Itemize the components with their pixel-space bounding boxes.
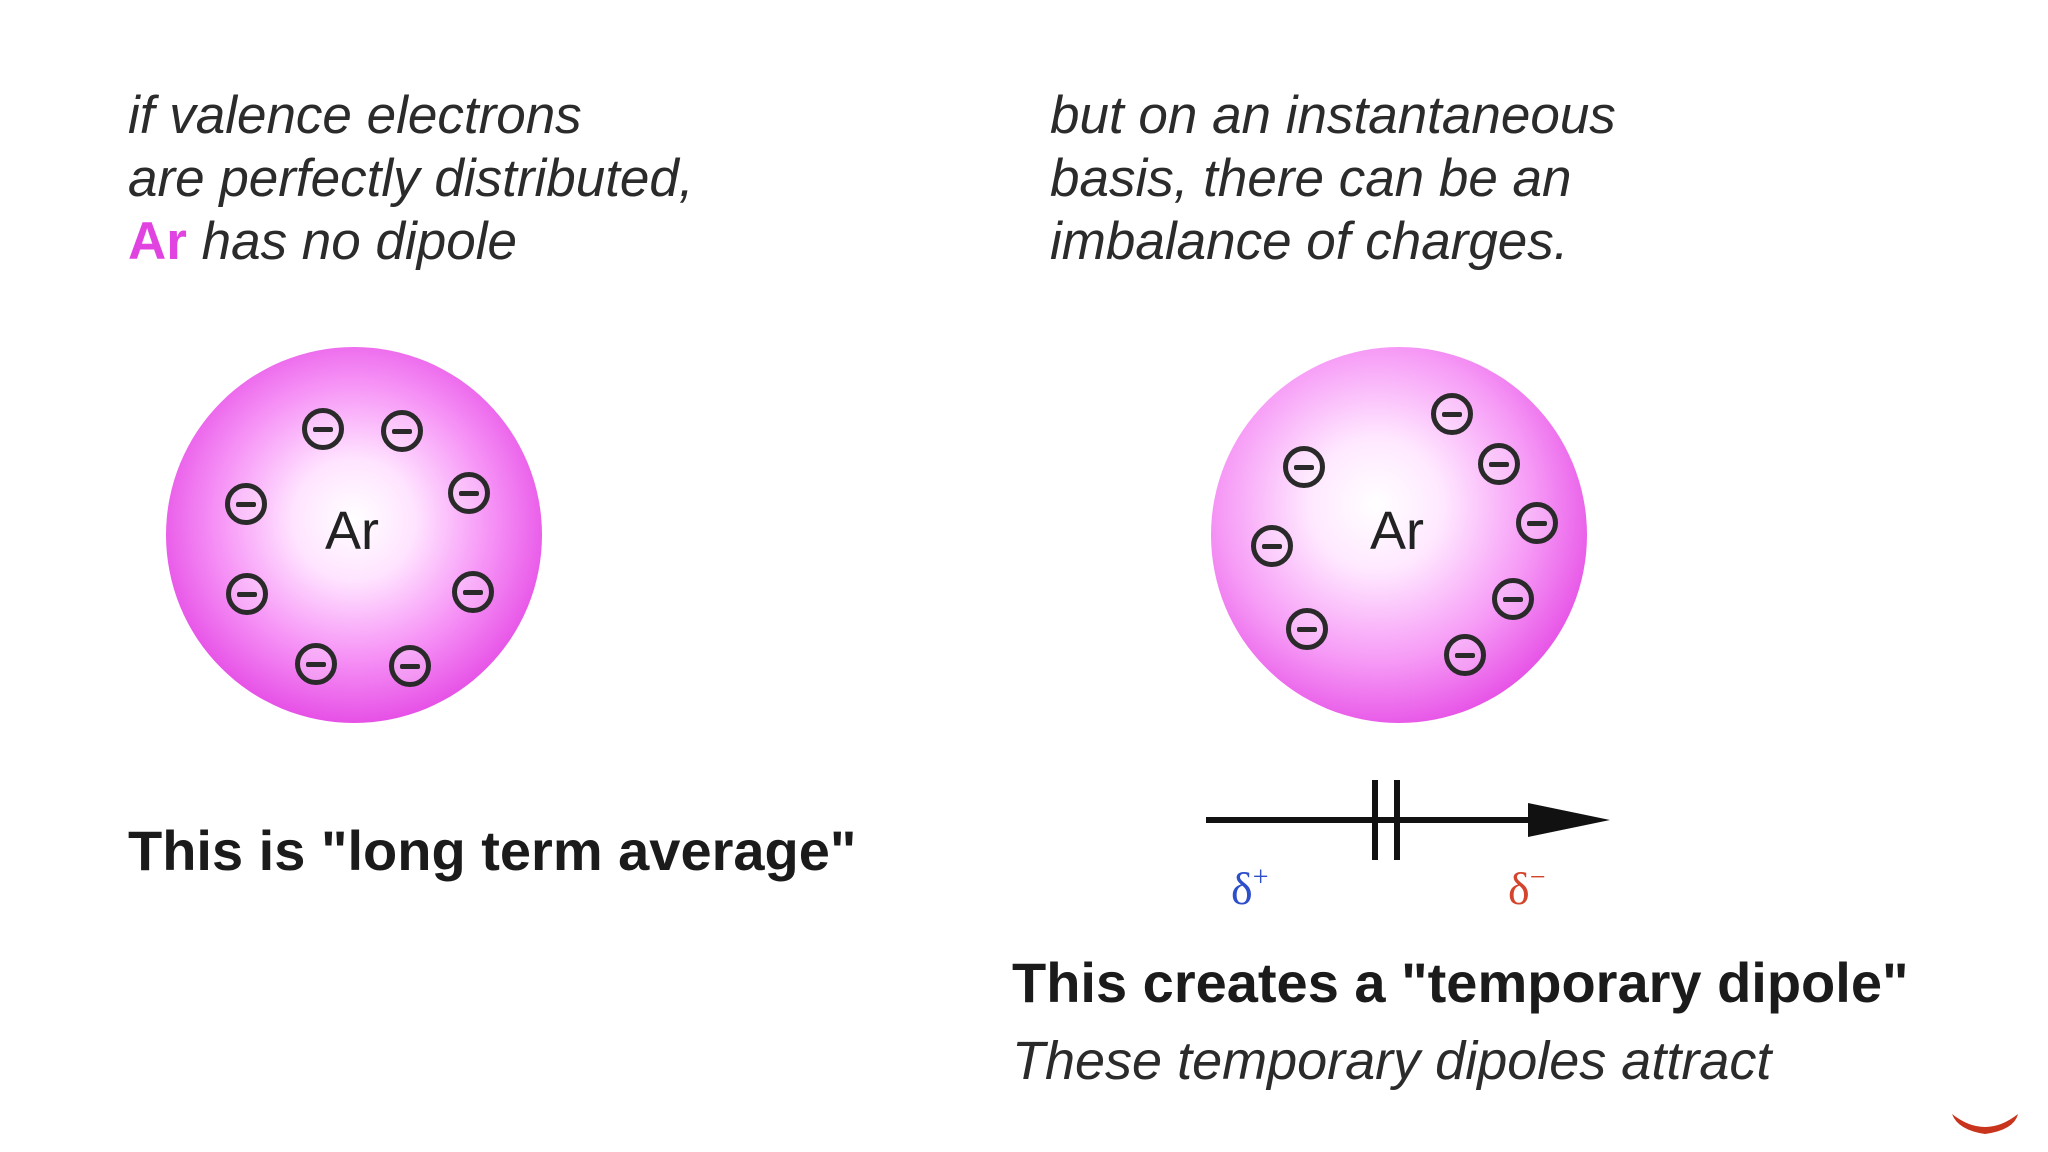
corner-logo-icon: [1952, 1114, 2018, 1134]
electron-icon: [1478, 443, 1520, 485]
atom-label-right: Ar: [1370, 501, 1424, 561]
dipole-arrow-icon: [1206, 780, 1610, 860]
electron-icon: [302, 408, 344, 450]
right-caption: but on an instantaneous basis, there can…: [1050, 84, 1616, 273]
left-caption-line-2: are perfectly distributed,: [128, 149, 694, 208]
left-caption-line-1: if valence electrons: [128, 86, 582, 145]
electron-icon: [389, 645, 431, 687]
electron-icon: [295, 643, 337, 685]
delta-plus-symbol: δ: [1231, 863, 1253, 914]
electron-icon: [1251, 525, 1293, 567]
electron-icon: [226, 573, 268, 615]
left-caption-line-3-rest: has no dipole: [186, 212, 517, 271]
argon-atom-balanced: [166, 347, 542, 723]
electron-icon: [448, 472, 490, 514]
right-caption-line-1: but on an instantaneous: [1050, 86, 1616, 145]
electron-icon: [1516, 502, 1558, 544]
atom-label-left: Ar: [325, 501, 379, 561]
delta-minus-label: δ−: [1508, 862, 1545, 915]
electron-icon: [1444, 634, 1486, 676]
right-caption-line-2: basis, there can be an: [1050, 149, 1572, 208]
electron-icon: [1431, 393, 1473, 435]
electron-icon: [1286, 608, 1328, 650]
electron-icon: [1283, 446, 1325, 488]
ar-highlight: Ar: [128, 212, 187, 271]
electron-icon: [1492, 578, 1534, 620]
delta-minus-symbol: δ: [1508, 863, 1530, 914]
electron-icon: [381, 410, 423, 452]
left-caption-line-3: Ar has no dipole: [128, 210, 694, 273]
left-caption: if valence electrons are perfectly distr…: [128, 84, 694, 273]
electron-icon: [225, 483, 267, 525]
delta-plus-sign: +: [1252, 862, 1269, 893]
dipoles-attract-note: These temporary dipoles attract: [1012, 1031, 1772, 1091]
delta-minus-sign: −: [1529, 862, 1546, 893]
long-term-average-statement: This is "long term average": [128, 819, 857, 882]
electron-icon: [452, 571, 494, 613]
temporary-dipole-statement: This creates a "temporary dipole": [1012, 951, 1909, 1014]
delta-plus-label: δ+: [1231, 862, 1268, 915]
right-caption-line-3: imbalance of charges.: [1050, 212, 1569, 271]
